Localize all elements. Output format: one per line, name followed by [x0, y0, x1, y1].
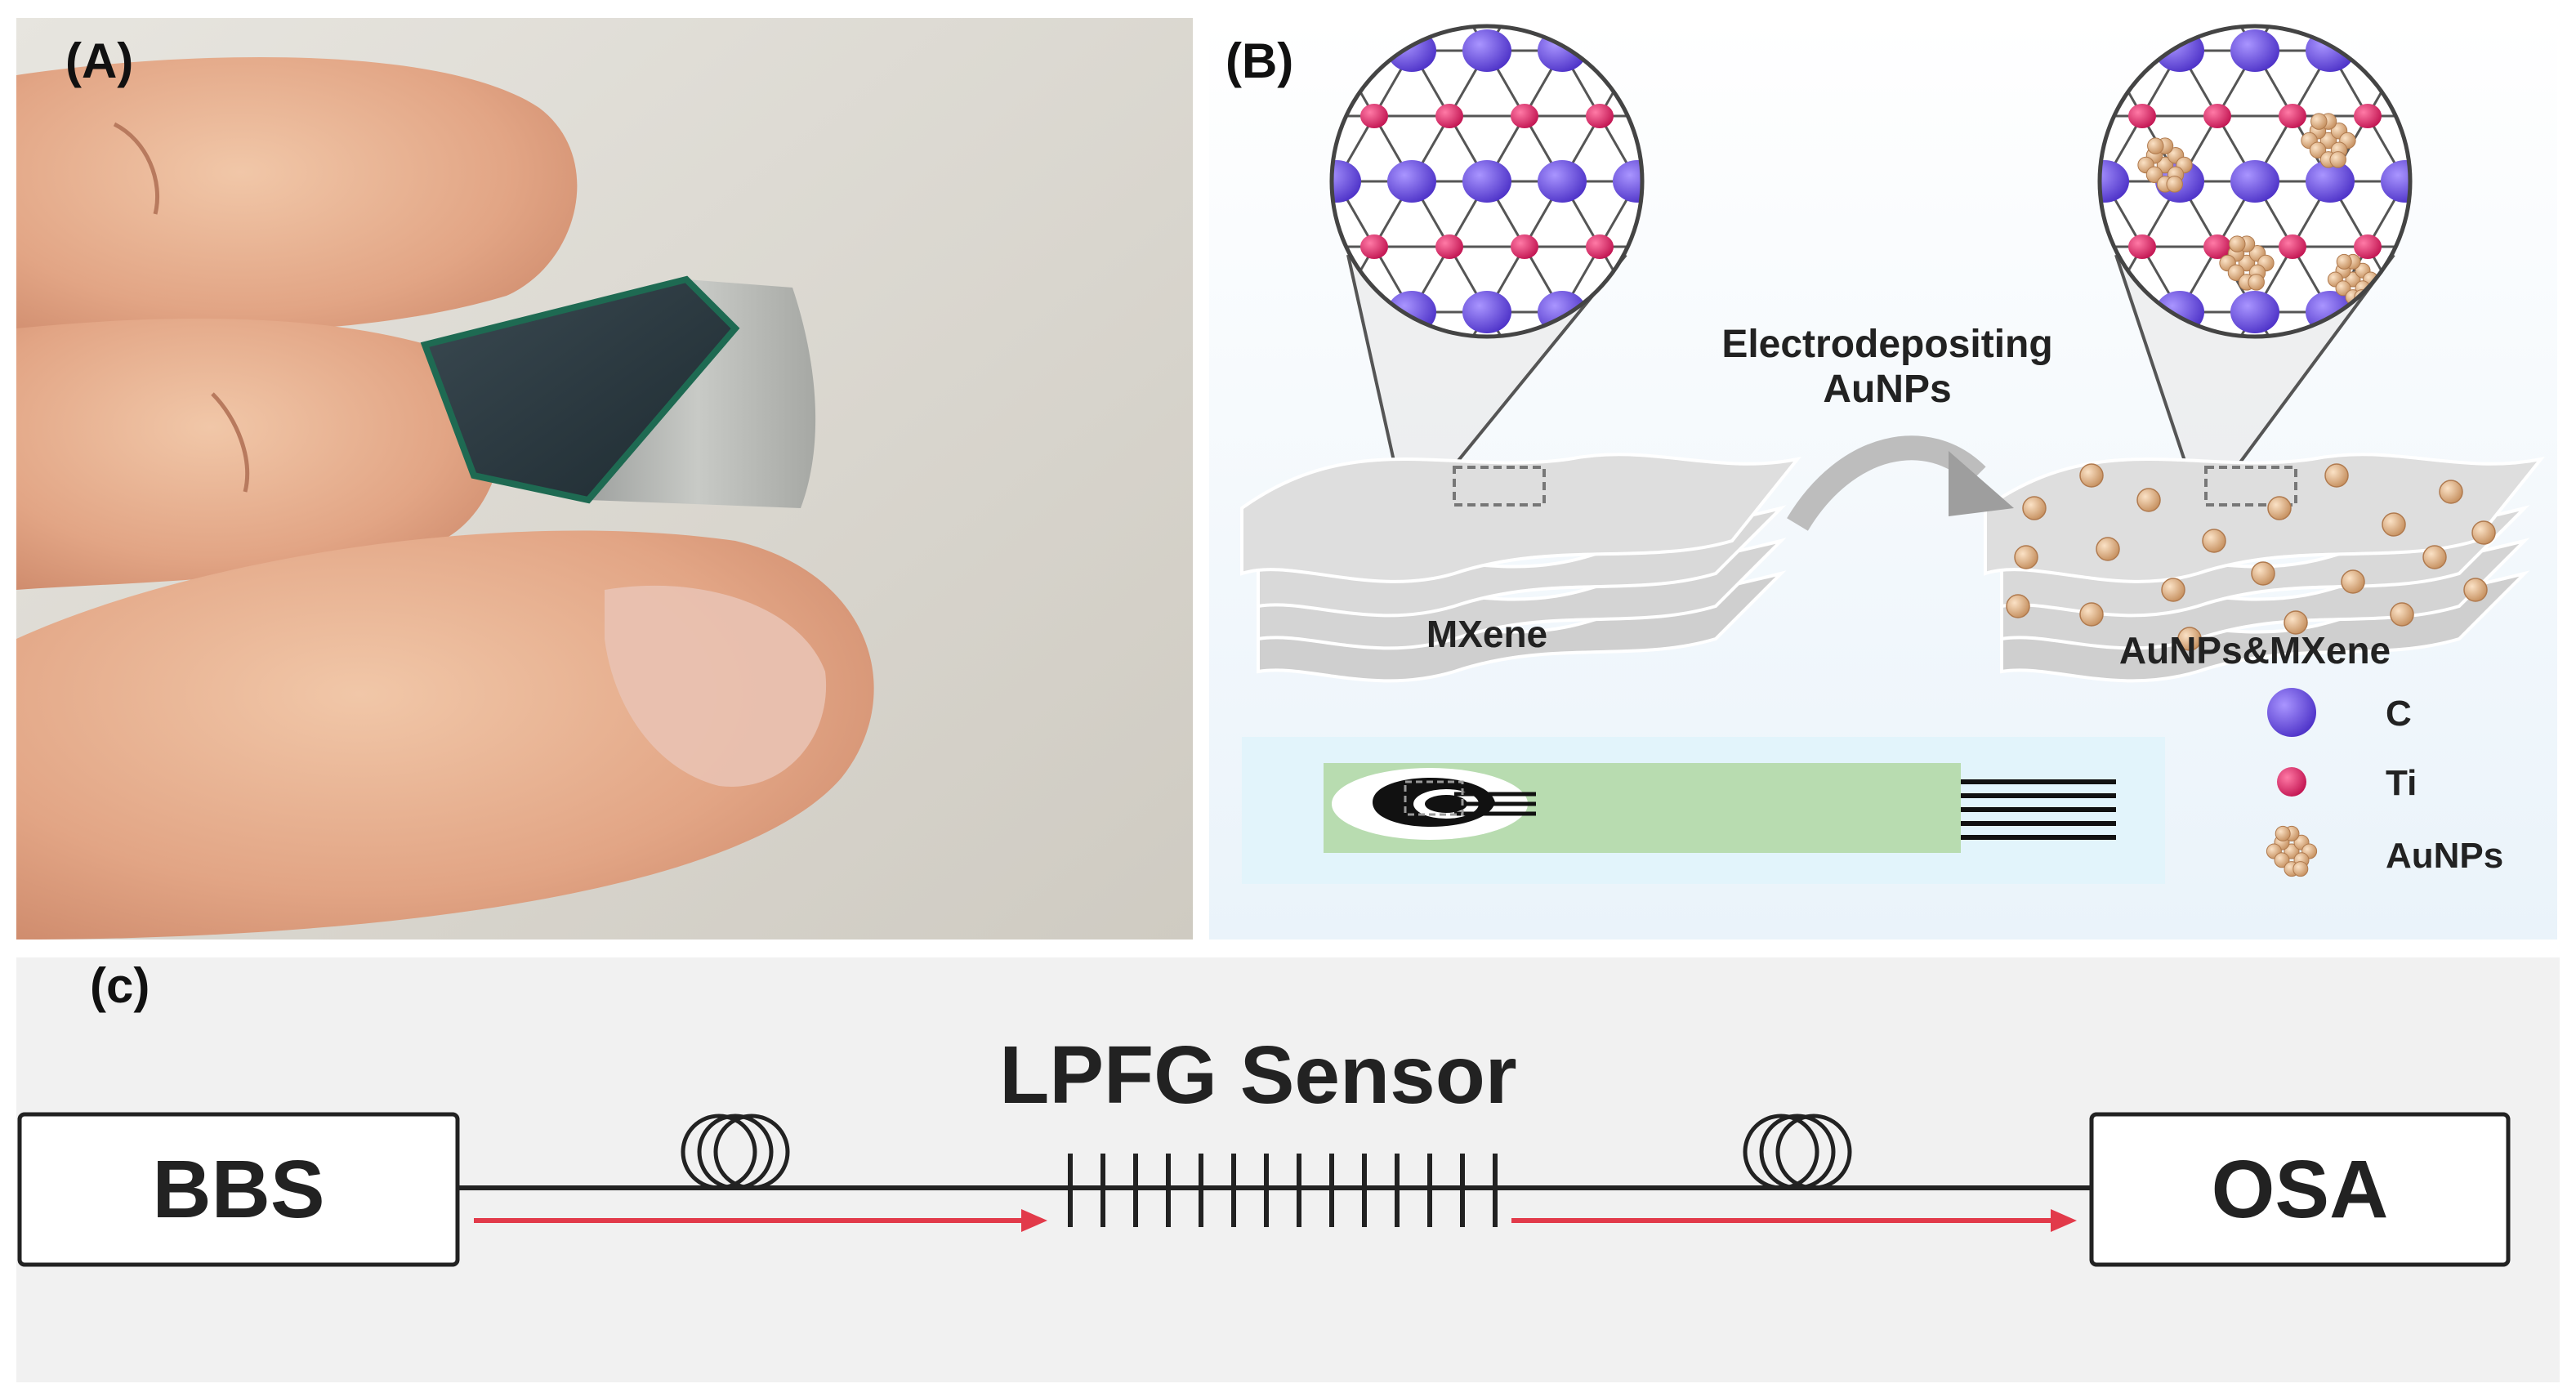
- panel-a-label: (A): [65, 33, 134, 88]
- electrode-contacts: [1961, 779, 2116, 840]
- panel-b-label: (B): [1225, 33, 1294, 88]
- fiber-coil-right: [1743, 1114, 1852, 1190]
- legend-aunps-swatch: [2266, 825, 2318, 877]
- aunps-mxene-sheets-right: [1984, 453, 2545, 683]
- mxene-sheets-left: [1240, 453, 1801, 683]
- process-arrow-head: [1949, 451, 2014, 516]
- lpfg-grating: [1068, 1154, 1498, 1227]
- fiber-coil-left: [681, 1114, 790, 1190]
- osa-label: OSA: [2212, 1144, 2389, 1235]
- bbs-box: [17, 1112, 460, 1267]
- bbs-label: BBS: [152, 1144, 324, 1235]
- light-arrow-left-head: [1021, 1209, 1047, 1232]
- finger-photo-illustration: [16, 18, 1193, 940]
- panel-b-schematic: Electrodepositing AuNPs MXene AuNPs&MXen…: [1209, 18, 2557, 940]
- mxene-schematic: Electrodepositing AuNPs MXene AuNPs&MXen…: [1209, 18, 2557, 940]
- legend-carbon-swatch: [2267, 688, 2316, 737]
- legend-aunps-label: AuNPs: [2386, 836, 2503, 876]
- legend-carbon-label: C: [2386, 694, 2412, 734]
- lpfg-setup-diagram: BBS OSA LPFG Sensor: [16, 957, 2560, 1382]
- legend: C Ti AuNPs: [2266, 688, 2503, 877]
- light-arrow-right-head: [2051, 1209, 2077, 1232]
- aunps-mxene-label: AuNPs&MXene: [2119, 629, 2391, 672]
- panel-c-label: (c): [90, 958, 150, 1013]
- process-label-line2: AuNPs: [1823, 368, 1951, 411]
- osa-box: [2089, 1112, 2511, 1267]
- panel-a-photo: (A): [16, 18, 1193, 940]
- process-label-line1: Electrodepositing: [1721, 323, 2052, 366]
- lpfg-title: LPFG Sensor: [999, 1029, 1516, 1121]
- lattice-left: [1332, 26, 1642, 337]
- legend-titanium-swatch: [2277, 767, 2306, 797]
- legend-titanium-label: Ti: [2386, 763, 2417, 803]
- panel-c-setup: BBS OSA LPFG Sensor (c): [16, 957, 2560, 1382]
- mxene-label: MXene: [1426, 613, 1547, 655]
